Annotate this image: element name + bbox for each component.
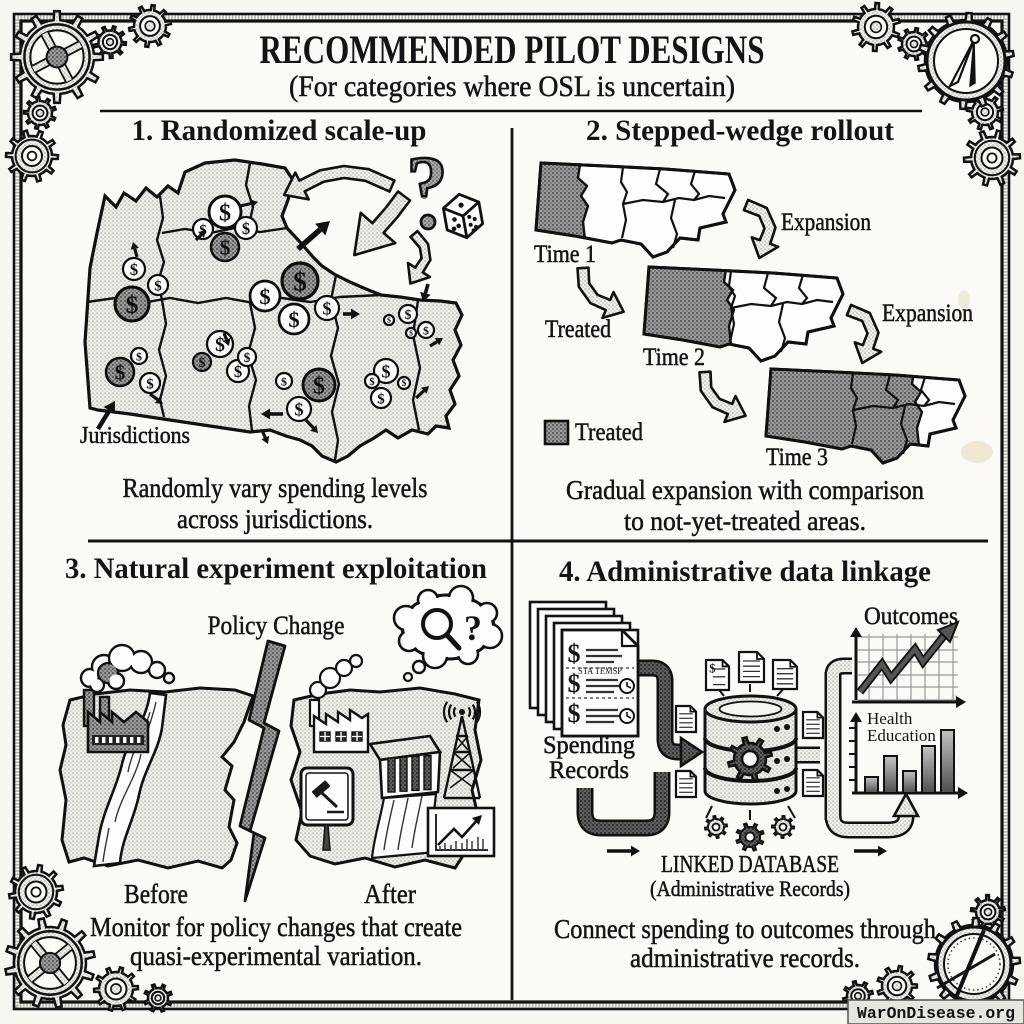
svg-text:4. Administrative data linkage: 4. Administrative data linkage bbox=[559, 555, 931, 588]
svg-text:3. Natural experiment exploita: 3. Natural experiment exploitation bbox=[65, 552, 487, 585]
svg-text:$: $ bbox=[382, 361, 391, 381]
svg-text:Records: Records bbox=[549, 757, 629, 784]
svg-text:$: $ bbox=[402, 378, 407, 388]
svg-text:$: $ bbox=[199, 222, 207, 238]
svg-text:quasi-experimental variation.: quasi-experimental variation. bbox=[130, 941, 422, 971]
svg-text:$: $ bbox=[146, 376, 154, 392]
svg-text:$: $ bbox=[313, 374, 325, 400]
svg-text:Time 3: Time 3 bbox=[766, 444, 828, 471]
svg-text:$: $ bbox=[259, 284, 270, 309]
svg-text:Time 1: Time 1 bbox=[534, 241, 596, 268]
svg-text:$: $ bbox=[568, 699, 581, 728]
svg-text:$: $ bbox=[568, 639, 581, 668]
svg-text:Education: Education bbox=[867, 726, 936, 745]
svg-text:$: $ bbox=[323, 298, 332, 318]
svg-text:$: $ bbox=[136, 349, 142, 363]
svg-text:$: $ bbox=[709, 662, 715, 676]
svg-text:$: $ bbox=[293, 267, 307, 297]
svg-text:$: $ bbox=[244, 350, 251, 365]
svg-text:Outcomes: Outcomes bbox=[864, 603, 958, 630]
svg-text:$: $ bbox=[369, 377, 374, 388]
svg-text:?: ? bbox=[464, 608, 482, 648]
svg-text:Health: Health bbox=[867, 709, 913, 728]
svg-text:$: $ bbox=[387, 316, 391, 325]
svg-text:Expansion: Expansion bbox=[882, 300, 973, 327]
svg-text:RECOMMENDED PILOT DESIGNS: RECOMMENDED PILOT DESIGNS bbox=[260, 27, 765, 72]
svg-text:Before: Before bbox=[124, 879, 188, 909]
svg-text:Spending: Spending bbox=[543, 732, 635, 759]
svg-text:across jurisdictions.: across jurisdictions. bbox=[177, 504, 373, 534]
svg-text:WarOnDisease.org: WarOnDisease.org bbox=[857, 1005, 1015, 1024]
svg-text:Monitor for policy changes tha: Monitor for policy changes that create bbox=[90, 912, 462, 942]
svg-text:to not-yet-treated areas.: to not-yet-treated areas. bbox=[624, 506, 866, 536]
svg-text:LINKED DATABASE: LINKED DATABASE bbox=[661, 852, 839, 878]
svg-text:Treated: Treated bbox=[545, 316, 611, 343]
svg-text:$: $ bbox=[130, 260, 138, 279]
svg-text:Expansion: Expansion bbox=[781, 209, 871, 236]
svg-text:$: $ bbox=[199, 355, 206, 370]
svg-text:(For categories where OSL is u: (For categories where OSL is uncertain) bbox=[289, 70, 735, 103]
svg-text:Connect spending to outcomes t: Connect spending to outcomes through bbox=[554, 914, 936, 944]
svg-text:Randomly vary spending levels: Randomly vary spending levels bbox=[123, 473, 428, 503]
svg-text:$: $ bbox=[215, 335, 225, 356]
svg-text:$: $ bbox=[295, 399, 304, 419]
svg-text:1. Randomized scale-up: 1. Randomized scale-up bbox=[132, 114, 427, 147]
svg-text:$: $ bbox=[288, 307, 299, 332]
svg-text:Time 2: Time 2 bbox=[643, 344, 705, 371]
svg-text:Treated: Treated bbox=[575, 419, 643, 446]
svg-text:$: $ bbox=[115, 361, 126, 385]
svg-text:After: After bbox=[364, 879, 416, 909]
svg-text:$: $ bbox=[220, 236, 231, 260]
svg-text:(Administrative Records): (Administrative Records) bbox=[650, 876, 850, 901]
svg-text:$: $ bbox=[126, 290, 139, 319]
svg-text:Gradual expansion with compari: Gradual expansion with comparison bbox=[566, 475, 924, 505]
svg-text:$: $ bbox=[281, 374, 287, 388]
svg-text:$: $ bbox=[409, 329, 413, 338]
svg-text:Policy Change: Policy Change bbox=[208, 611, 345, 640]
svg-text:$: $ bbox=[234, 362, 242, 381]
svg-text:Jurisdictions: Jurisdictions bbox=[80, 423, 190, 449]
svg-text:$: $ bbox=[154, 278, 162, 294]
svg-text:$: $ bbox=[423, 323, 429, 337]
svg-text:$: $ bbox=[219, 201, 231, 227]
svg-text:$: $ bbox=[242, 219, 250, 238]
svg-text:$: $ bbox=[568, 669, 581, 698]
svg-text:administrative records.: administrative records. bbox=[630, 943, 860, 973]
svg-text:$: $ bbox=[377, 391, 385, 407]
svg-text:STA TEMSP: STA TEMSP bbox=[578, 666, 622, 676]
svg-text:$: $ bbox=[405, 307, 412, 322]
svg-text:2. Stepped-wedge rollout: 2. Stepped-wedge rollout bbox=[586, 114, 894, 147]
